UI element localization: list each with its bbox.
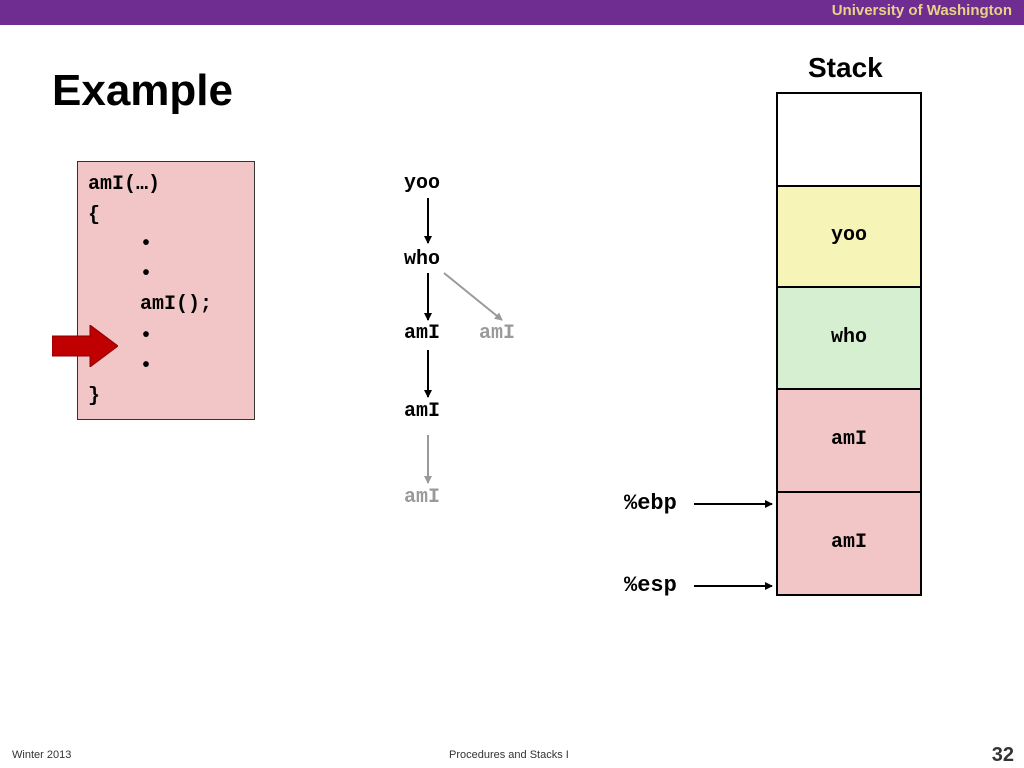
code-line-bullet: •: [140, 355, 153, 378]
code-line-bullet: •: [140, 263, 153, 286]
stack-frame-label: who: [830, 326, 867, 349]
header-bar: University of Washington: [0, 0, 1024, 25]
call-tree-node-ami-current: amI: [404, 400, 441, 423]
page-number: 32: [991, 744, 1014, 766]
stack-frame-who: who: [776, 286, 922, 390]
code-line-close-brace: }: [88, 385, 101, 408]
stack-frame-label: yoo: [830, 224, 867, 247]
stack-frame-yoo: yoo: [776, 185, 922, 288]
footer-term: Winter 2013: [12, 749, 72, 761]
code-line-recursive-call: amI();: [140, 293, 213, 316]
code-line-signature: amI(…): [88, 173, 161, 196]
footer-lecture: Procedures and Stacks I: [449, 749, 569, 761]
stack-frame-label: amI: [830, 428, 867, 451]
slide-title: Example: [52, 66, 233, 115]
call-tree-node-who: who: [404, 248, 441, 271]
return-arrow-who-ami: [443, 272, 503, 321]
stack-frame-label: amI: [830, 531, 867, 554]
ebp-register-label: %ebp: [624, 491, 677, 516]
call-tree-node-ami-returned: amI: [479, 322, 516, 345]
code-line-bullet: •: [140, 325, 153, 348]
university-name: University of Washington: [831, 2, 1012, 19]
call-tree-node-ami-future: amI: [404, 486, 441, 509]
stack-title: Stack: [808, 52, 883, 83]
stack-frame-ami-current: amI: [776, 491, 922, 596]
stack-frame-ami: amI: [776, 388, 922, 493]
call-tree-node-ami: amI: [404, 322, 441, 345]
call-tree-node-yoo: yoo: [404, 172, 441, 195]
code-line-open-brace: {: [88, 204, 101, 227]
stack-frame-empty: [776, 92, 922, 187]
code-box: amI(…) { • • amI(); • • }: [77, 161, 255, 420]
esp-register-label: %esp: [624, 573, 677, 598]
current-line-pointer-icon: [52, 325, 118, 367]
code-line-bullet: •: [140, 233, 153, 256]
